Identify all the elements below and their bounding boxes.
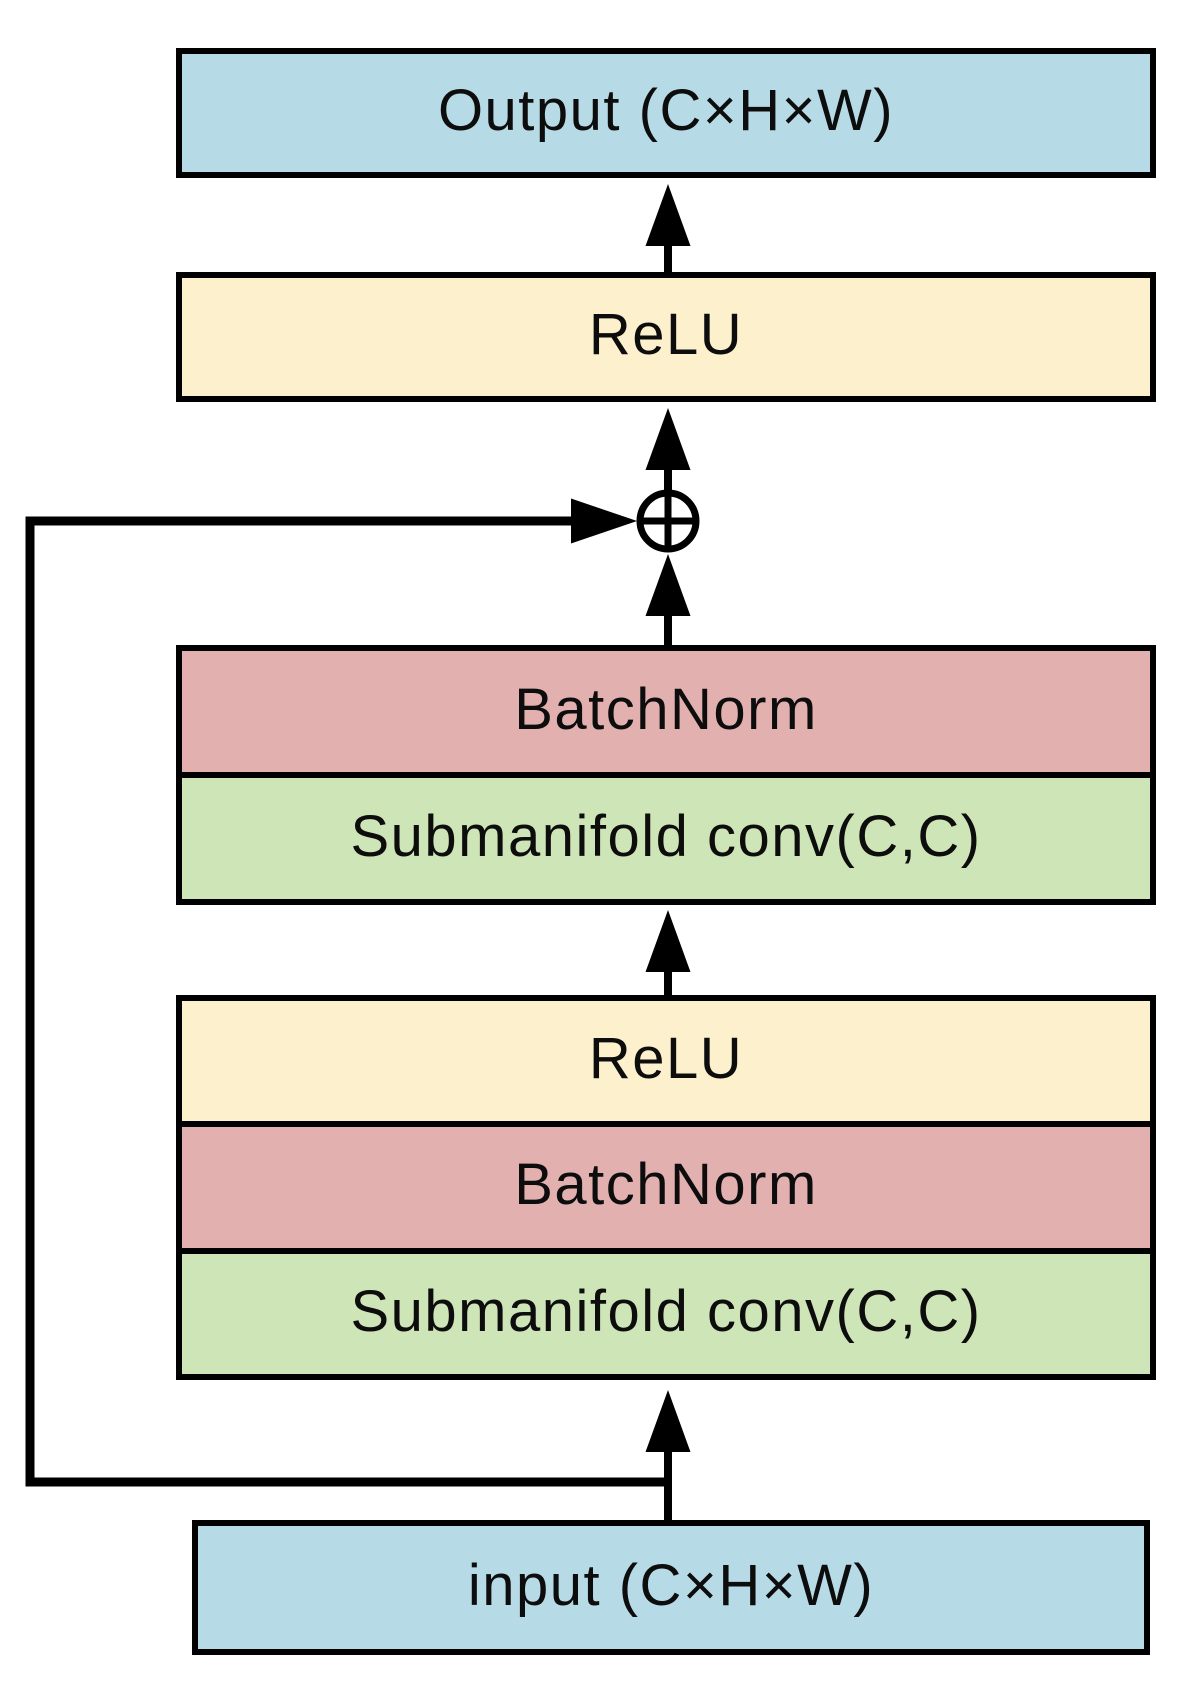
up-arrowhead-icon — [645, 910, 691, 972]
subconv-upper-node: Submanifold conv(C,C) — [182, 772, 1150, 899]
relu-top-row: ReLU — [182, 278, 1150, 396]
batchnorm-lower-label: BatchNorm — [514, 1152, 818, 1218]
conv-block-lower: ReLU BatchNorm Submanifold conv(C,C) — [176, 995, 1156, 1380]
batchnorm-upper-node: BatchNorm — [182, 651, 1150, 772]
relu-mid-label: ReLU — [588, 1026, 744, 1092]
circle-plus-icon — [636, 489, 700, 553]
up-arrowhead-icon — [645, 408, 691, 470]
conv-block-upper: BatchNorm Submanifold conv(C,C) — [176, 645, 1156, 905]
relu-mid-node: ReLU — [182, 1001, 1150, 1122]
up-arrowhead-icon — [645, 554, 691, 616]
subconv-lower-node: Submanifold conv(C,C) — [182, 1247, 1150, 1374]
output-row: Output (C×H×W) — [182, 54, 1150, 172]
output-label: Output (C×H×W) — [437, 78, 895, 143]
relu-top-label: ReLU — [588, 302, 744, 367]
batchnorm-upper-label: BatchNorm — [514, 676, 818, 742]
up-arrowhead-icon — [645, 184, 691, 246]
relu-top-node: ReLU — [176, 272, 1156, 402]
output-node: Output (C×H×W) — [176, 48, 1156, 178]
input-label: input (C×H×W) — [467, 1552, 875, 1618]
up-arrowhead-icon — [645, 1390, 691, 1452]
skip-arrowhead-icon — [571, 498, 637, 544]
subconv-upper-label: Submanifold conv(C,C) — [350, 803, 982, 869]
skip-connection-line — [25, 516, 668, 1487]
subconv-lower-label: Submanifold conv(C,C) — [350, 1278, 982, 1344]
input-node: input (C×H×W) — [192, 1520, 1150, 1655]
input-row: input (C×H×W) — [198, 1526, 1144, 1649]
batchnorm-lower-node: BatchNorm — [182, 1121, 1150, 1248]
